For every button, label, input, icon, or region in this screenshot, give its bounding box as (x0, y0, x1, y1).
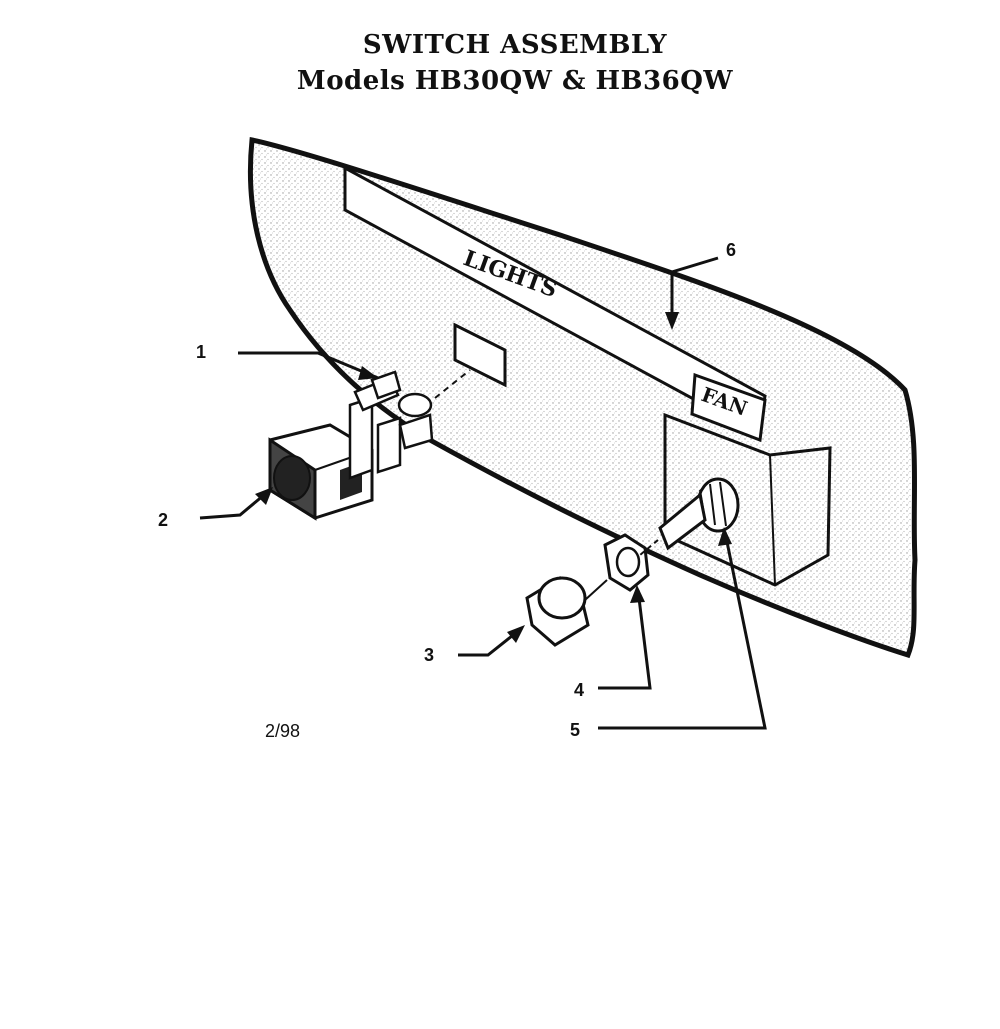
hood-panel (247, 136, 918, 659)
callout-2: 2 (158, 510, 169, 530)
callout-6: 6 (726, 240, 737, 260)
callout-3: 3 (424, 645, 435, 665)
fan-switch-shaft (658, 477, 740, 551)
leader-lines (199, 256, 767, 730)
callout-5: 5 (570, 720, 581, 740)
diagram-title: SWITCH ASSEMBLY (362, 30, 668, 60)
callout-4: 4 (574, 680, 585, 700)
control-knob (525, 576, 590, 647)
hex-nut (603, 533, 650, 592)
wire-connector (353, 370, 434, 450)
callout-1: 1 (196, 342, 207, 362)
rocker-switch (268, 396, 402, 521)
switch-opening (453, 322, 507, 388)
fan-label-plate (690, 372, 767, 443)
date-code: 2/98 (265, 721, 301, 741)
diagram-subtitle: Models HB30QW & HB36QW (296, 66, 734, 96)
